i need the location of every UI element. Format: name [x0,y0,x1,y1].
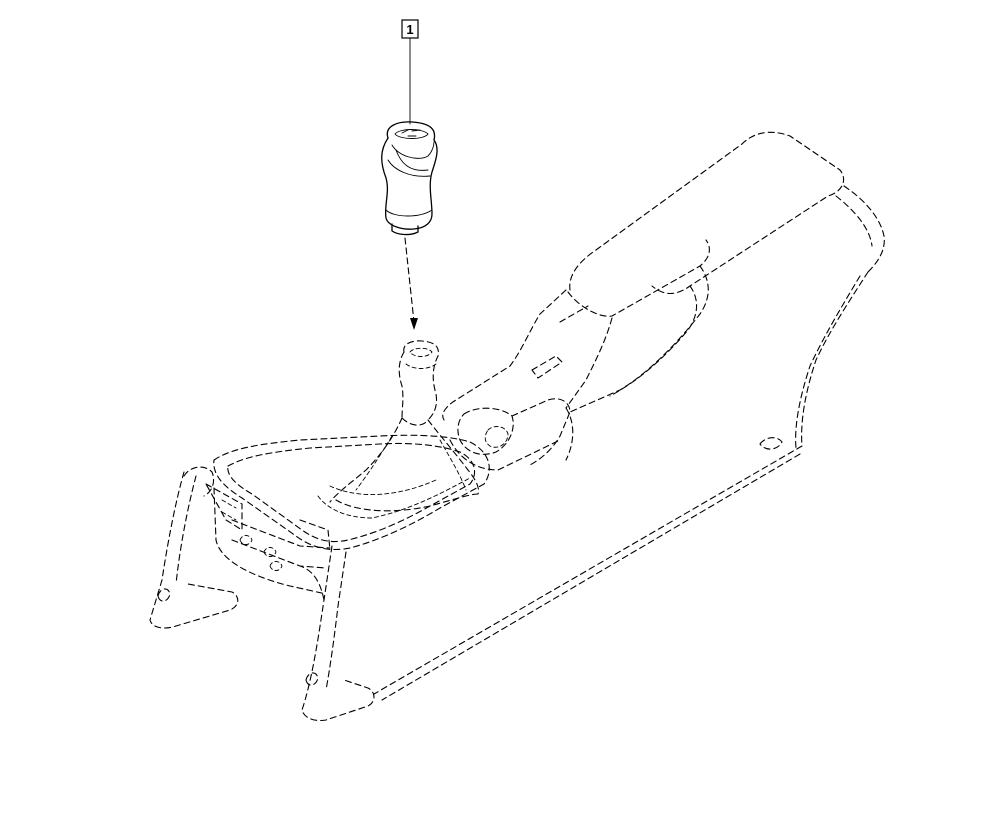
armrest-rear-inner [835,195,873,247]
installed-knob-band [405,363,437,369]
bezel-opening-lower [317,477,471,519]
front-right-leg [301,545,375,722]
front-face-knob-1 [239,535,253,545]
console-right-upper-edge [569,265,709,413]
front-left-leg-hole [157,588,171,602]
gear-boot-right [427,419,480,495]
front-bracket [205,483,243,531]
front-face-shelf-1 [231,519,331,549]
gear-boot-base [335,493,479,512]
installed-knob-outline-right [403,340,439,421]
front-left-leg [149,471,239,629]
knob-grip-band-lower [387,159,431,177]
installed-knob-outline-left [398,351,405,419]
knob-grip-band-curve [395,149,429,171]
tray-slot [531,355,563,379]
assembly-direction-line [404,237,415,323]
button-knob [484,426,509,448]
cup-holder-rim [457,407,514,455]
assembly-arrow-head [410,318,418,330]
knob-grip-band-top [391,141,435,159]
armrest-rear-curve [843,185,885,273]
center-console-phantom [149,131,885,722]
console-rear-wall-inner [795,275,861,449]
gear-boot-collar [401,417,429,426]
front-left-leg-inner [175,475,197,585]
gear-boot-left [329,417,403,503]
gear-boot-fold-2 [439,439,467,491]
front-face-right-bracket [299,519,331,551]
console-right-bottom-edge-2 [381,453,801,701]
callout-1[interactable]: 1 [401,19,419,39]
front-left-leg-top [183,466,215,497]
knob-top-cap [386,121,436,141]
armrest-top [569,131,845,295]
gear-boot-fold-1 [355,435,393,491]
knob-body-outline [381,137,438,230]
cup-holder-right-drop [565,407,574,461]
console-right-bottom-edge [373,445,803,695]
console-right-upper-edge-2 [609,285,698,397]
console-rear-wall [801,271,869,447]
upper-tray-inner-line [559,305,589,323]
shifter-bezel-inner [227,442,476,543]
shifter-bezel-outer [213,434,490,551]
front-right-leg-hole [305,672,319,686]
front-face-knob-2 [263,547,277,557]
installed-knob-top-plate [409,347,433,357]
knob-shift-pattern-plate [394,129,429,139]
front-right-leg-inner [325,551,347,691]
armrest-front-edge [567,239,710,317]
front-face-left [213,487,327,595]
knob-collar [391,223,419,236]
cup-holder-side [511,398,571,467]
upper-tray-right-edge [565,317,613,409]
bezel-opening-contour [329,479,437,495]
upper-tray-left-edge [442,289,567,421]
gear-knob-part[interactable] [381,121,438,236]
callout-1-label: 1 [406,22,413,37]
knob-shift-pattern-marks [401,129,421,137]
knob-base-ring [385,209,433,217]
front-bracket-ribs [221,499,237,521]
console-side-clip [759,437,783,450]
front-right-leg-upper [299,565,325,601]
front-face-knob-3 [269,561,283,571]
